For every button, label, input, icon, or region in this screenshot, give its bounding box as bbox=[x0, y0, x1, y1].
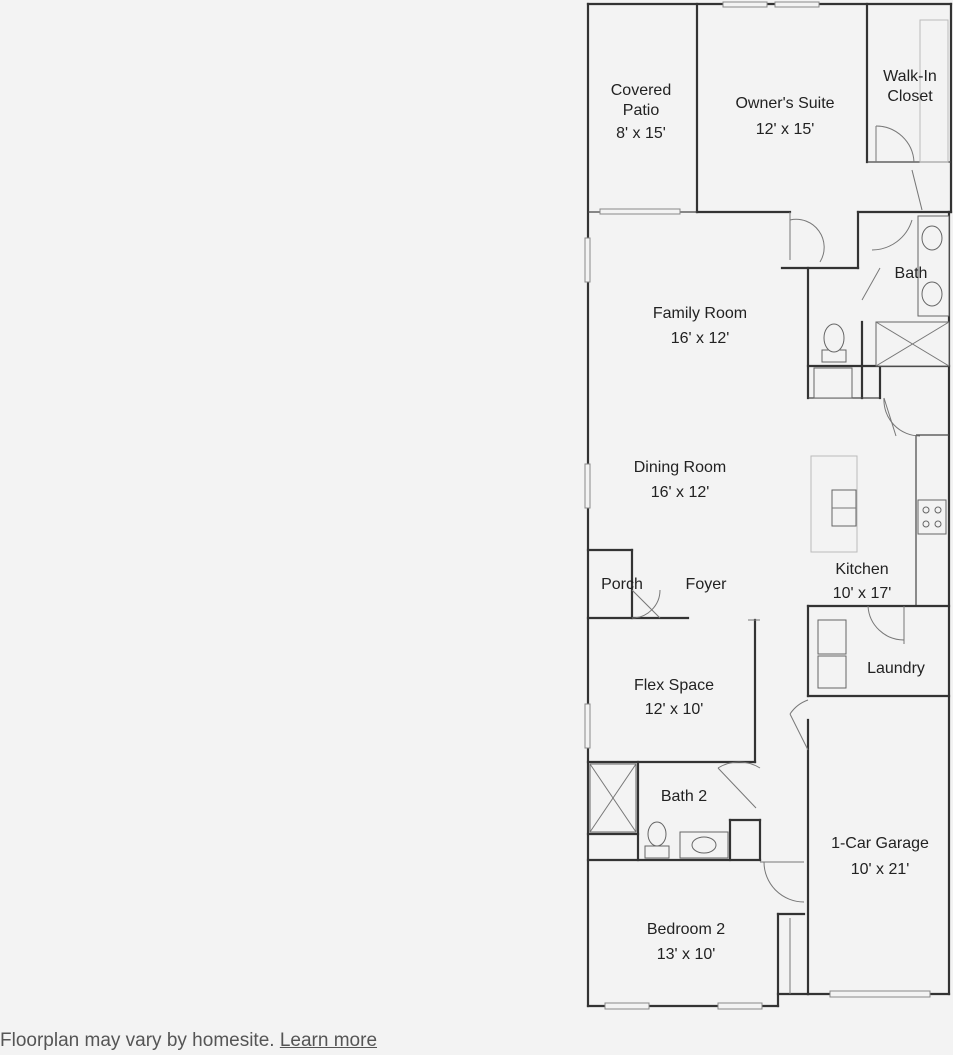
fixtures bbox=[589, 19, 950, 859]
covered-patio-label-2: Patio bbox=[623, 102, 660, 119]
walk-in-closet-label: Walk-In bbox=[883, 68, 937, 85]
dining-room-dims: 16' x 12' bbox=[651, 484, 710, 501]
family-room-label: Family Room bbox=[653, 305, 747, 322]
footer-note: Floorplan may vary by homesite. Learn mo… bbox=[0, 1030, 377, 1052]
learn-more-link[interactable]: Learn more bbox=[279, 1030, 378, 1051]
owners-suite-dims: 12' x 15' bbox=[756, 121, 815, 138]
kitchen-dims: 10' x 17' bbox=[833, 585, 892, 602]
garage-dims: 10' x 21' bbox=[851, 861, 910, 878]
porch-label: Porch bbox=[601, 576, 643, 593]
dining-room-label: Dining Room bbox=[634, 459, 726, 476]
family-room-dims: 16' x 12' bbox=[671, 330, 730, 347]
bedroom-2-label: Bedroom 2 bbox=[647, 921, 725, 938]
covered-patio-label: Covered bbox=[611, 82, 671, 99]
kitchen-label: Kitchen bbox=[835, 561, 888, 578]
room-labels: Covered Patio 8' x 15' Owner's Suite 12'… bbox=[601, 68, 937, 963]
bath-label: Bath bbox=[895, 265, 928, 282]
footer-text: Floorplan may vary by homesite. bbox=[0, 1030, 275, 1051]
walls bbox=[586, 2, 953, 1008]
walk-in-closet-label-2: Closet bbox=[887, 88, 933, 105]
flex-space-dims: 12' x 10' bbox=[645, 701, 704, 718]
garage-label: 1-Car Garage bbox=[831, 835, 929, 852]
windows bbox=[584, 1, 931, 1010]
owners-suite-label: Owner's Suite bbox=[735, 95, 834, 112]
bedroom-2-dims: 13' x 10' bbox=[657, 946, 716, 963]
bath-2-label: Bath 2 bbox=[661, 788, 707, 805]
laundry-label: Laundry bbox=[867, 660, 925, 677]
covered-patio-dims: 8' x 15' bbox=[616, 125, 666, 142]
doors bbox=[631, 125, 923, 994]
flex-space-label: Flex Space bbox=[634, 677, 714, 694]
foyer-label: Foyer bbox=[686, 576, 728, 593]
